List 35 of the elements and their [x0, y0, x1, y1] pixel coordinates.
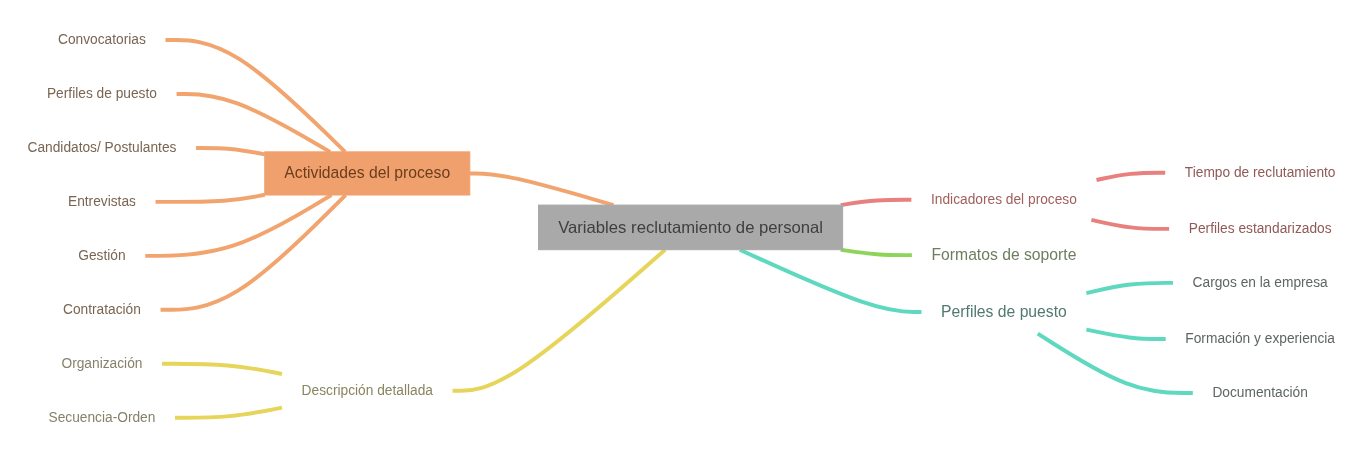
node-text: Cargos en la empresa	[1192, 274, 1328, 290]
node-text: Indicadores del proceso	[931, 190, 1077, 207]
node-text: Candidatos/ Postulantes	[27, 139, 177, 155]
node-box: Variables reclutamiento de personal	[538, 204, 844, 250]
node-text: Tiempo de reclutamiento	[1184, 163, 1336, 180]
node-text: Secuencia-Orden	[48, 409, 156, 425]
node-text: Perfiles estandarizados	[1188, 220, 1332, 236]
connector	[1036, 331, 1193, 395]
node-text: Convocatorias	[58, 31, 146, 47]
node-text: Formatos de soporte	[931, 245, 1077, 263]
node-text: Gestión	[78, 247, 126, 263]
node-text: Organización	[61, 355, 143, 371]
connector	[738, 247, 922, 314]
connector	[145, 192, 333, 258]
connector	[1090, 217, 1170, 231]
node-text: Formación y experiencia	[1185, 330, 1336, 347]
connector	[840, 197, 912, 207]
connector	[175, 405, 283, 420]
connector	[176, 91, 332, 154]
connector	[165, 37, 347, 153]
node-text: Documentación	[1212, 384, 1308, 400]
node-text: Perfiles de puesto	[46, 85, 157, 101]
node-text: Entrevistas	[67, 193, 136, 209]
connector	[840, 247, 912, 257]
connector	[162, 361, 283, 376]
connector	[160, 193, 347, 312]
node-text: Contratación	[62, 301, 141, 317]
node-box: Actividades del proceso	[264, 151, 471, 196]
connector	[1085, 280, 1173, 295]
connector	[196, 145, 266, 156]
connector	[155, 192, 266, 204]
node-text: Descripción detallada	[301, 382, 433, 398]
connector	[1096, 170, 1166, 182]
connector	[1086, 327, 1166, 341]
node-text: Perfiles de puesto	[941, 302, 1067, 320]
